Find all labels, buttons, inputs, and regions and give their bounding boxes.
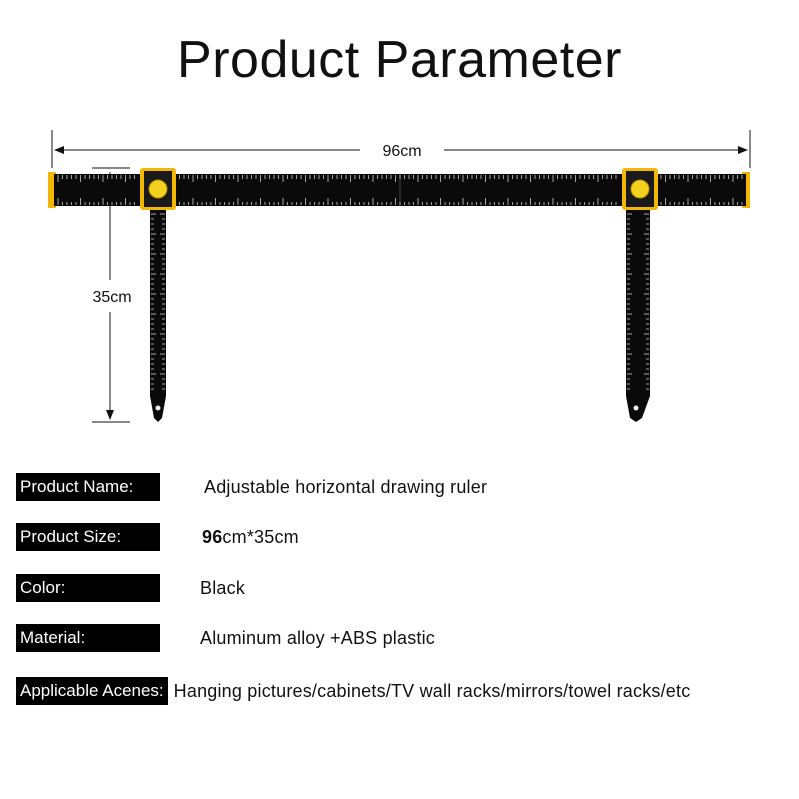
spec-label: Product Size:: [16, 523, 160, 551]
left-leg-markings: [151, 213, 165, 390]
spec-row-applicable-scenes: Applicable Acenes: Hanging pictures/cabi…: [16, 677, 690, 705]
right-slider: [622, 168, 658, 210]
width-label: 96cm: [382, 143, 421, 160]
spec-row-product-name: Product Name: Adjustable horizontal draw…: [16, 473, 487, 501]
spec-value: Black: [200, 577, 246, 598]
spec-value: Hanging pictures/cabinets/TV wall racks/…: [173, 680, 691, 701]
spec-row-product-size: Product Size: 96cm*35cm: [16, 523, 299, 551]
right-leg-markings: [627, 213, 649, 390]
spec-value: Adjustable horizontal drawing ruler: [204, 476, 488, 497]
product-figure: 96cm 35cm: [48, 130, 751, 423]
page-title: Product Parameter: [177, 31, 622, 89]
height-dimension: 35cm: [92, 167, 132, 423]
spec-row-color: Color: Black: [16, 574, 245, 602]
ruler-markings: [57, 175, 743, 205]
spec-label: Material:: [16, 624, 160, 652]
height-label: 35cm: [92, 289, 131, 306]
right-leg: [626, 210, 650, 422]
left-leg: [150, 210, 166, 422]
spec-row-material: Material: Aluminum alloy +ABS plastic: [16, 624, 435, 652]
spec-value-rest: cm*35cm: [222, 526, 299, 547]
spec-label: Product Name:: [16, 473, 160, 501]
width-dimension: 96cm: [51, 130, 751, 168]
spec-label: Applicable Acenes:: [16, 677, 168, 705]
spec-value-bold: 96: [202, 526, 223, 547]
spec-value: Aluminum alloy +ABS plastic: [200, 627, 435, 648]
spec-value: 96cm*35cm: [202, 527, 299, 548]
spec-label: Color:: [16, 574, 160, 602]
left-slider: [140, 168, 176, 210]
